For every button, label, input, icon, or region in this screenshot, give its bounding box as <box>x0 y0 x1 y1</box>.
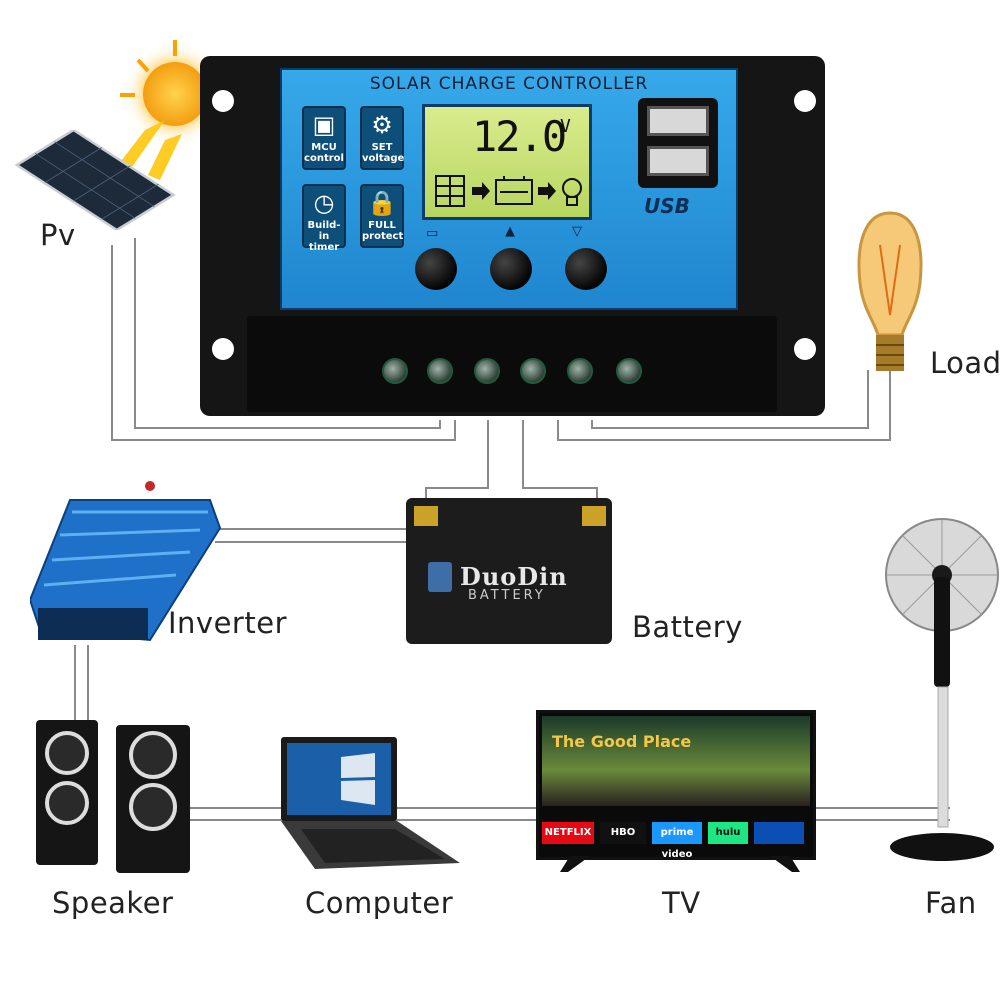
chip-icon: ▣ <box>312 111 336 139</box>
sun-icon <box>143 62 207 126</box>
set-voltage-badge: ⚙ SET voltage <box>360 106 404 170</box>
lcd-arrow-2 <box>538 182 556 200</box>
tv-app-hbo: HBO <box>600 822 646 844</box>
pv-wire-pos <box>134 238 441 429</box>
mount-hole-bl <box>212 338 234 360</box>
tv-app-hulu: hulu <box>708 822 748 844</box>
light-bulb-image <box>857 211 923 371</box>
full-protect-badge: 🔒 FULL protect <box>360 184 404 248</box>
lcd-voltage: 12.0 <box>472 112 567 161</box>
battery-brand: DuoDin <box>460 562 568 591</box>
battery-terminal-neg <box>582 506 606 526</box>
down-arrow-icon: ▽ <box>572 224 582 239</box>
lcd-panel-icon <box>435 175 465 207</box>
tv-show-title: The Good Place <box>552 732 692 751</box>
tv-screen-banner <box>542 716 810 806</box>
lcd-battery-icon <box>495 176 533 205</box>
usb-port-2[interactable] <box>647 146 709 176</box>
tv-app-netflix: NETFLIX <box>542 822 594 844</box>
terminal-load-pos <box>567 358 593 384</box>
up-arrow-icon: ▲ <box>505 224 515 239</box>
usb-label: USB <box>644 194 690 218</box>
mcu-control-label: MCU control <box>304 142 344 164</box>
down-button[interactable] <box>565 248 607 290</box>
tv-app-extra <box>754 822 804 844</box>
lcd-display <box>422 104 592 220</box>
fan-image <box>885 518 999 861</box>
load-label: Load <box>930 346 1000 380</box>
pv-panel-image <box>14 130 176 230</box>
pv-label: Pv <box>40 218 76 252</box>
build-in-timer-label: Build-in timer <box>307 220 341 253</box>
inverter-label: Inverter <box>168 606 287 640</box>
mount-hole-br <box>794 338 816 360</box>
battery-logo-icon <box>428 562 452 592</box>
usb-port-1[interactable] <box>647 106 709 136</box>
clock-icon: ◷ <box>313 189 335 217</box>
mount-hole-tl <box>212 90 234 112</box>
lcd-unit: V <box>560 116 571 137</box>
menu-button[interactable] <box>415 248 457 290</box>
lcd-arrow-1 <box>472 182 490 200</box>
build-in-timer-badge: ◷ Build-in timer <box>302 184 346 253</box>
full-protect-label: FULL protect <box>362 220 404 242</box>
fan-label: Fan <box>925 886 977 920</box>
mcu-control-badge: ▣ MCU control <box>302 106 346 170</box>
lcd-flow-icons <box>435 175 582 207</box>
inverter-image <box>30 481 222 642</box>
tv-label: TV <box>662 886 701 920</box>
speaker-image <box>36 720 190 873</box>
computer-label: Computer <box>305 886 454 920</box>
up-button[interactable] <box>490 248 532 290</box>
terminal-block <box>247 316 777 412</box>
terminal-pv-neg <box>427 358 453 384</box>
load-wire-neg <box>591 370 869 429</box>
controller-title: SOLAR CHARGE CONTROLLER <box>369 74 649 94</box>
lock-icon: 🔒 <box>367 189 397 217</box>
battery-wire-neg <box>522 420 598 505</box>
terminal-batt-pos <box>474 358 500 384</box>
battery-terminal-pos <box>414 506 438 526</box>
battery-wire-pos <box>425 420 489 505</box>
terminal-pv-pos <box>382 358 408 384</box>
battery-label: Battery <box>632 610 743 644</box>
set-voltage-label: SET voltage <box>362 142 405 164</box>
terminal-batt-neg <box>520 358 546 384</box>
lcd-bulb-icon <box>562 178 582 206</box>
gear-icon: ⚙ <box>371 111 393 139</box>
tv-stand <box>560 856 800 872</box>
speaker-label: Speaker <box>52 886 174 920</box>
menu-icon: ▭ <box>426 226 439 241</box>
tv-app-prime: prime video <box>652 822 702 860</box>
terminal-load-neg <box>616 358 642 384</box>
battery-brand-sub: BATTERY <box>468 588 546 603</box>
load-wire-pos <box>557 370 891 441</box>
pv-wire-neg <box>111 245 456 441</box>
laptop-image <box>281 737 460 869</box>
mount-hole-tr <box>794 90 816 112</box>
